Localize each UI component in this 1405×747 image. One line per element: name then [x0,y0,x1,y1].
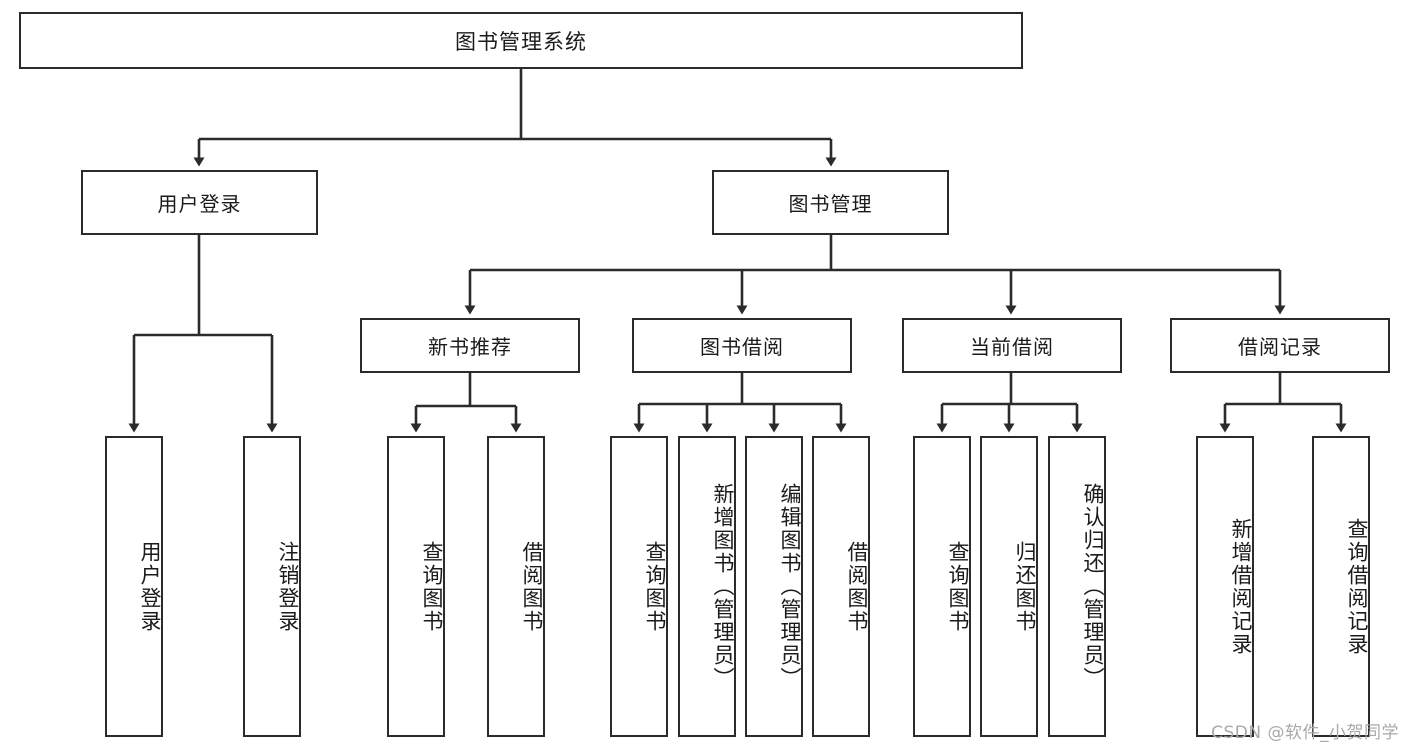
node-root[interactable]: 图书管理系统 [19,12,1023,69]
leaf-node[interactable]: 编辑图书（管理员） [745,436,803,737]
leaf-node[interactable]: 归还图书 [980,436,1038,737]
leaf-node[interactable]: 查询图书 [913,436,971,737]
leaf-node-label: 新增借阅记录 [1229,517,1253,656]
leaf-node-label: 确认归还（管理员） [1081,483,1105,690]
leaf-node[interactable]: 用户登录 [105,436,163,737]
node-book-borrow-label: 图书借阅 [700,335,784,359]
node-current-borrow[interactable]: 当前借阅 [902,318,1122,373]
leaf-node-label: 借阅图书 [845,540,869,633]
leaf-node-label: 借阅图书 [520,540,544,633]
node-borrow-record[interactable]: 借阅记录 [1170,318,1390,373]
leaf-node-label: 编辑图书（管理员） [778,483,802,690]
leaf-node[interactable]: 借阅图书 [812,436,870,737]
leaf-node-label: 新增图书（管理员） [711,483,735,690]
leaf-node-label: 查询图书 [946,540,970,633]
leaf-node[interactable]: 借阅图书 [487,436,545,737]
leaf-node[interactable]: 新增图书（管理员） [678,436,736,737]
leaf-node-label: 注销登录 [276,540,300,633]
node-book-manage-label: 图书管理 [788,192,873,216]
node-borrow-record-label: 借阅记录 [1238,335,1322,359]
leaf-node[interactable]: 查询图书 [387,436,445,737]
leaf-node[interactable]: 查询借阅记录 [1312,436,1370,737]
node-new-book-recommend-label: 新书推荐 [428,335,512,359]
node-current-borrow-label: 当前借阅 [970,335,1054,359]
node-user-login-label: 用户登录 [157,192,242,216]
leaf-node[interactable]: 确认归还（管理员） [1048,436,1106,737]
leaf-node[interactable]: 查询图书 [610,436,668,737]
leaf-node-label: 查询图书 [643,540,667,633]
node-book-manage[interactable]: 图书管理 [712,170,949,235]
leaf-node-label: 用户登录 [138,540,162,633]
node-book-borrow[interactable]: 图书借阅 [632,318,852,373]
leaf-node-label: 查询图书 [420,540,444,633]
node-user-login[interactable]: 用户登录 [81,170,318,235]
leaf-node-label: 查询借阅记录 [1345,517,1369,656]
watermark-text: CSDN @软件_小贺同学 [1211,723,1399,743]
node-new-book-recommend[interactable]: 新书推荐 [360,318,580,373]
leaf-node-label: 归还图书 [1013,540,1037,633]
leaf-node[interactable]: 注销登录 [243,436,301,737]
node-root-label: 图书管理系统 [455,29,587,54]
leaf-node[interactable]: 新增借阅记录 [1196,436,1254,737]
